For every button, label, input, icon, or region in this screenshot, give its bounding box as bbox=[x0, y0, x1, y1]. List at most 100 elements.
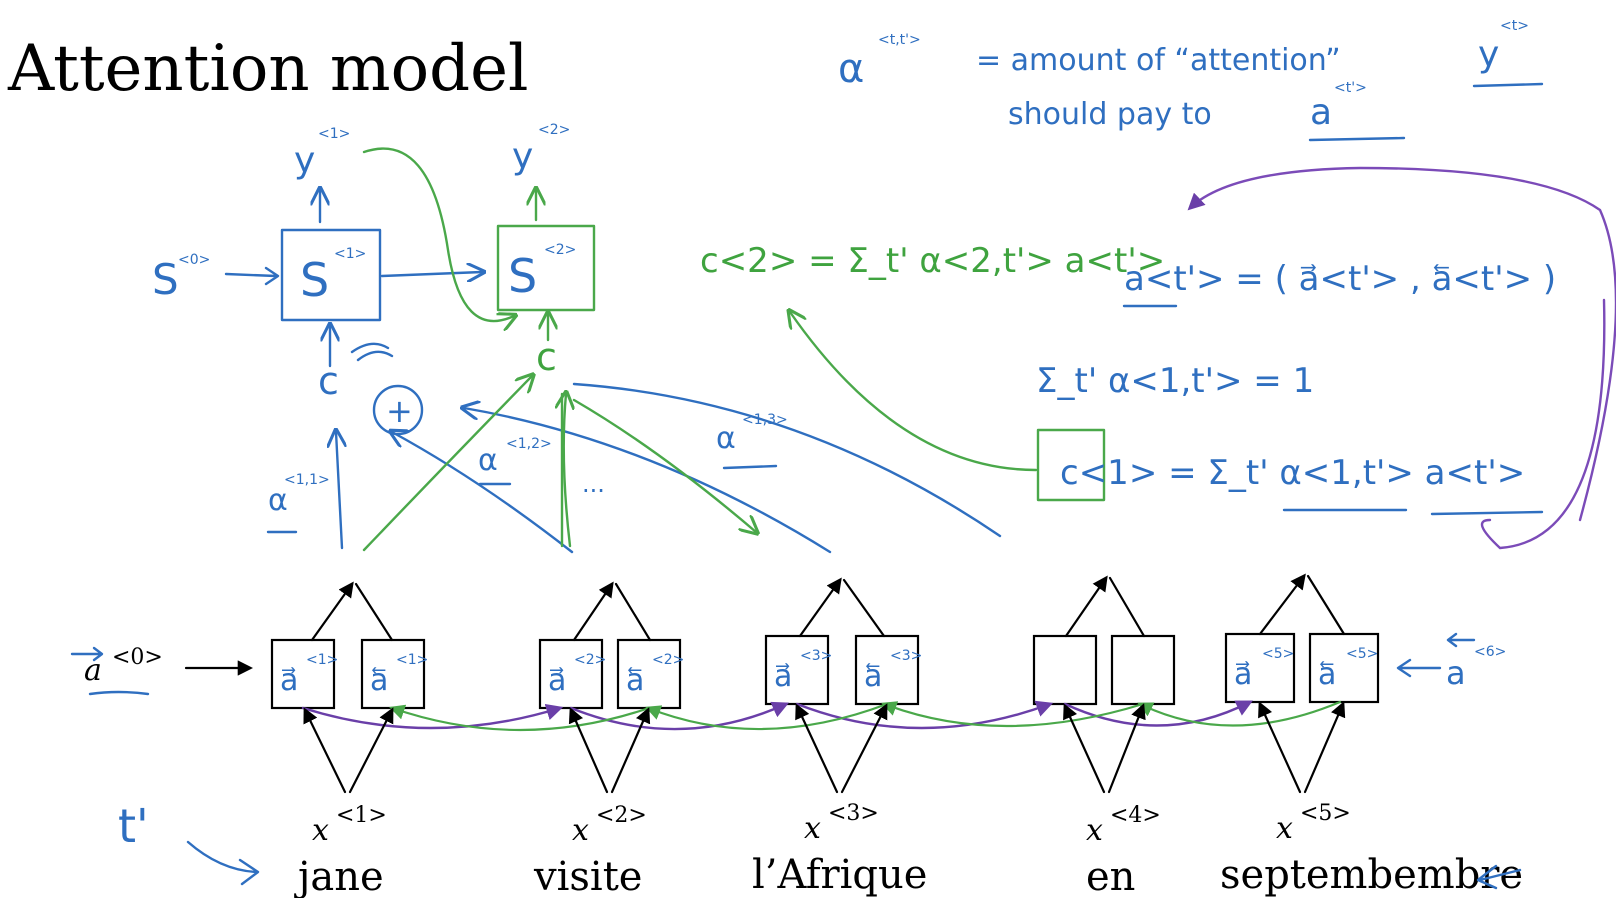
backward-cell-3 bbox=[854, 634, 920, 706]
cell-2-bwd-label: a⃖ bbox=[626, 663, 644, 698]
backward-cell-4 bbox=[1110, 634, 1176, 706]
word-4: en bbox=[1086, 854, 1135, 898]
decoder: S <0> S <1> S <2> y <1> y <2> c + c bbox=[152, 122, 596, 436]
purple-bracket-upper bbox=[1187, 166, 1616, 522]
output-merge-arrows bbox=[310, 573, 1346, 642]
a0-underline bbox=[88, 690, 150, 696]
word-3: l’Afrique bbox=[752, 852, 927, 898]
alpha-11-sup: <1,1> bbox=[284, 472, 330, 488]
a0-sup: <0> bbox=[112, 645, 163, 670]
c1-eq: c<1> = Σ_t' α<1,t'> a<t'> bbox=[1060, 453, 1525, 493]
slide-title: Attention model bbox=[7, 32, 528, 106]
s0-arrow bbox=[224, 266, 280, 286]
word-2: visite bbox=[533, 854, 642, 898]
x5-sup: <5> bbox=[1300, 801, 1351, 826]
cell-1-bwd-sup: <1> bbox=[396, 652, 428, 668]
cell-3-bwd-label: a⃖ bbox=[864, 659, 882, 694]
forward-cell-4 bbox=[1032, 634, 1098, 706]
ellipsis: ... bbox=[582, 470, 605, 498]
alpha-13-label: α bbox=[716, 421, 736, 456]
encoder-cells bbox=[270, 632, 1380, 710]
sum-plus: + bbox=[386, 392, 413, 430]
x1-sup: <1> bbox=[336, 803, 387, 828]
a6-bwd-arrow-mark bbox=[1446, 632, 1476, 648]
scribble-mark bbox=[350, 342, 394, 362]
alpha-def-y-underline bbox=[1472, 82, 1544, 88]
a6-to-cell-arrow bbox=[1396, 658, 1442, 678]
alpha-12-sup: <1,2> bbox=[506, 436, 552, 452]
alpha-def-text2: should pay to bbox=[1008, 97, 1212, 132]
context-c1-note: c<1> = Σ_t' α<1,t'> a<t'> bbox=[790, 312, 1544, 516]
cell-5-fwd-sup: <5> bbox=[1262, 646, 1294, 662]
sum-rule-note: Σ_t' α<1,t'> = 1 bbox=[1036, 361, 1314, 401]
x5-label: x bbox=[1276, 811, 1293, 846]
purple-bracket-lower bbox=[1480, 298, 1606, 550]
input-labels: x <1> x <2> x <3> x <4> x <5> bbox=[312, 801, 1351, 848]
cell-labels: a⃗ <1> a⃖ <1> a⃗ <2> a⃖ <2> a⃗ <3> a⃖ <3… bbox=[280, 646, 1378, 698]
c2-label: c bbox=[536, 335, 557, 379]
cell-2-fwd-sup: <2> bbox=[574, 652, 606, 668]
alpha-def-text1: = amount of “attention” bbox=[976, 43, 1341, 78]
s1-label: S bbox=[300, 253, 329, 307]
cell-3-fwd-sup: <3> bbox=[800, 648, 832, 664]
s0-label: S bbox=[152, 255, 179, 304]
c1-to-c2-arrow bbox=[790, 312, 1038, 472]
alpha-def-asup: <t'> bbox=[1334, 80, 1367, 96]
alpha-def-a: a bbox=[1310, 92, 1332, 133]
sum-rule-eq: Σ_t' α<1,t'> = 1 bbox=[1036, 361, 1314, 401]
alpha-13-sup: <1,3> bbox=[742, 412, 788, 428]
c1-highlight-box bbox=[1036, 428, 1106, 502]
alpha-def-lhs: α bbox=[838, 46, 864, 92]
a6-sup: <6> bbox=[1474, 644, 1506, 660]
y1-label: y bbox=[294, 140, 315, 181]
word-5: septembembre bbox=[1220, 852, 1523, 898]
alpha-def-y: y bbox=[1478, 34, 1499, 75]
s0-sup: <0> bbox=[178, 252, 210, 268]
s1-box bbox=[280, 228, 382, 322]
recurrent-connections bbox=[301, 700, 1342, 732]
alpha-11-label: α bbox=[268, 483, 288, 518]
cell-3-bwd-sup: <3> bbox=[890, 648, 922, 664]
t-prime-label: t' bbox=[118, 799, 149, 853]
alpha-12-label: α bbox=[478, 443, 498, 478]
cell-2-fwd-label: a⃗ bbox=[548, 663, 566, 698]
source-words: jane visite l’Afrique en septembembre bbox=[294, 852, 1523, 898]
c1-label: c bbox=[318, 359, 339, 403]
initial-states: a <0> a <6> bbox=[70, 632, 1506, 696]
backward-cell-5 bbox=[1308, 632, 1380, 704]
cell-3-fwd-label: a⃗ bbox=[774, 659, 792, 694]
context-c2-note: c<2> = Σ_t' α<2,t'> a<t'> bbox=[700, 241, 1165, 281]
t-prime-marker: t' bbox=[118, 799, 1522, 890]
input-arrows bbox=[303, 701, 1346, 794]
word-1: jane bbox=[294, 854, 384, 898]
y1-feedback-curve bbox=[362, 147, 514, 321]
a6-label: a bbox=[1446, 654, 1466, 692]
x4-sup: <4> bbox=[1110, 803, 1161, 828]
cell-1-fwd-sup: <1> bbox=[306, 652, 338, 668]
backward-cell-2 bbox=[616, 638, 682, 710]
y2-sup: <2> bbox=[538, 122, 570, 138]
weight-labels: α <1,1> α <1,2> ... α <1,3> bbox=[266, 412, 788, 534]
alpha-13-underline bbox=[722, 464, 778, 470]
s2-box bbox=[496, 224, 596, 312]
x2-sup: <2> bbox=[596, 803, 647, 828]
x3-label: x bbox=[804, 811, 821, 846]
alpha-definition: α <t,t'> = amount of “attention” y <t> s… bbox=[838, 18, 1544, 142]
cell-2-bwd-sup: <2> bbox=[652, 652, 684, 668]
x1-label: x bbox=[312, 813, 329, 848]
a0-fwd-arrow-mark bbox=[70, 646, 104, 662]
cell-1-bwd-label: a⃖ bbox=[370, 663, 388, 698]
c1-a-underline bbox=[1430, 510, 1544, 516]
x2-label: x bbox=[572, 813, 589, 848]
cell-5-bwd-sup: <5> bbox=[1346, 646, 1378, 662]
cell-5-fwd-label: a⃗ bbox=[1234, 657, 1252, 692]
word-5-arrow bbox=[1476, 864, 1522, 890]
cell-5-bwd-label: a⃖ bbox=[1318, 657, 1336, 692]
alpha-def-a-underline bbox=[1308, 136, 1406, 142]
alpha-def-sup: <t,t'> bbox=[878, 32, 921, 48]
alpha-def-ysup: <t> bbox=[1500, 18, 1529, 34]
s1-sup: <1> bbox=[334, 246, 366, 262]
x4-label: x bbox=[1086, 813, 1103, 848]
concat-note: a<t'> = ( a⃗<t'> , a⃖<t'> ) bbox=[1122, 166, 1616, 550]
